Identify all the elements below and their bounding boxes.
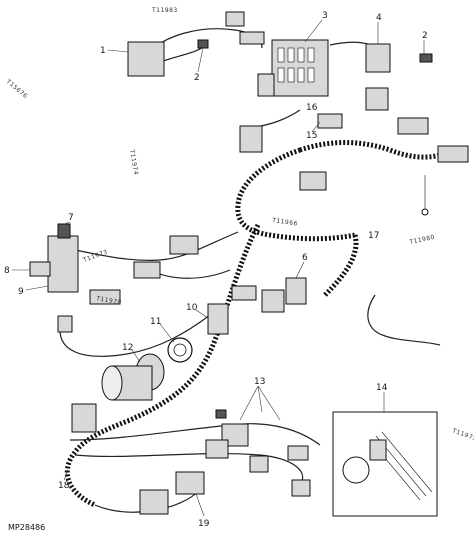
ref-note-top: T11983 bbox=[151, 7, 178, 14]
left-switch-wire bbox=[74, 231, 239, 261]
right-connector-a bbox=[397, 117, 429, 135]
callout-4: 4 bbox=[376, 13, 382, 23]
item-19-connector bbox=[175, 471, 205, 495]
callout-16: 16 bbox=[306, 103, 318, 113]
main-harness-trunk bbox=[235, 147, 356, 242]
fuse-block-fuses bbox=[277, 47, 315, 83]
callout-14: 14 bbox=[376, 383, 388, 393]
left-loop-wire bbox=[59, 314, 211, 357]
ref-note-mid-left: T11974 bbox=[128, 148, 140, 176]
switch-assembly bbox=[47, 235, 79, 293]
callout-2-a: 2 bbox=[194, 73, 200, 83]
callout-18: 18 bbox=[58, 481, 70, 491]
round-connector bbox=[101, 353, 165, 401]
mid-connector-a bbox=[169, 235, 199, 255]
ref-note-connector: T11978 bbox=[95, 295, 123, 307]
right-small-harness bbox=[367, 294, 441, 346]
ref-note-left: T15676 bbox=[4, 78, 29, 101]
cluster-e bbox=[291, 479, 311, 497]
plate-id: MP28486 bbox=[8, 523, 45, 532]
right-harness-branch bbox=[323, 234, 359, 297]
ground-terminal bbox=[421, 208, 429, 216]
callout-15-a: 15 bbox=[306, 131, 317, 141]
callout-13: 13 bbox=[254, 377, 265, 387]
cluster-pin bbox=[215, 409, 227, 419]
callout-3: 3 bbox=[322, 11, 328, 21]
lower-wires-a bbox=[69, 423, 321, 446]
callout-9: 9 bbox=[18, 287, 24, 297]
switch-plug bbox=[57, 315, 73, 333]
bottom-connector bbox=[139, 489, 169, 515]
callout-19: 19 bbox=[198, 519, 210, 529]
bracket-plate bbox=[207, 303, 229, 335]
mid-connector-b bbox=[133, 261, 161, 279]
callout-17: 17 bbox=[368, 231, 379, 241]
callout-6: 6 bbox=[302, 253, 308, 263]
cluster-b bbox=[205, 439, 229, 459]
callout-12: 12 bbox=[122, 343, 133, 353]
lower-wires-b bbox=[74, 452, 304, 486]
fuse-block-side bbox=[257, 73, 275, 97]
clip bbox=[197, 39, 209, 49]
switch-knob bbox=[57, 223, 71, 239]
relay bbox=[365, 43, 391, 73]
switch-connector bbox=[89, 289, 121, 305]
relay-terminal bbox=[419, 53, 433, 63]
callout-11: 11 bbox=[150, 317, 161, 327]
callout-leaders bbox=[12, 19, 425, 517]
control-module bbox=[127, 41, 165, 77]
main-harness-lower bbox=[64, 223, 261, 508]
sensor-connector bbox=[261, 289, 285, 313]
top-connector bbox=[225, 11, 245, 27]
callout-8: 8 bbox=[4, 266, 10, 276]
callout-2-b: 2 bbox=[422, 31, 428, 41]
callout-1: 1 bbox=[100, 46, 106, 56]
cluster-c bbox=[249, 455, 269, 473]
right-connector-b bbox=[437, 145, 469, 163]
lower-left-connector bbox=[71, 403, 97, 433]
fuse-wire bbox=[249, 109, 301, 129]
inset-ring bbox=[342, 456, 370, 484]
connector-mid bbox=[317, 113, 343, 129]
mid-wire bbox=[149, 269, 231, 279]
sensor-housing bbox=[285, 277, 307, 305]
relay-lower bbox=[365, 87, 389, 111]
cluster-d bbox=[287, 445, 309, 461]
inset-terminal bbox=[369, 439, 387, 461]
ref-note-lower-right: T11975 bbox=[450, 427, 474, 443]
top-right-connector bbox=[239, 31, 265, 45]
connector-center bbox=[299, 171, 327, 191]
switch-bracket bbox=[29, 261, 51, 277]
ref-note-right: T11980 bbox=[408, 234, 436, 246]
callout-7: 7 bbox=[68, 213, 74, 223]
callout-10: 10 bbox=[186, 303, 198, 313]
upper-harness-branch bbox=[299, 140, 451, 160]
ref-note-switch: T11973 bbox=[81, 248, 109, 264]
connector-left bbox=[239, 125, 263, 153]
sensor-clip bbox=[231, 285, 257, 301]
ref-note-harness: T11966 bbox=[271, 217, 298, 228]
